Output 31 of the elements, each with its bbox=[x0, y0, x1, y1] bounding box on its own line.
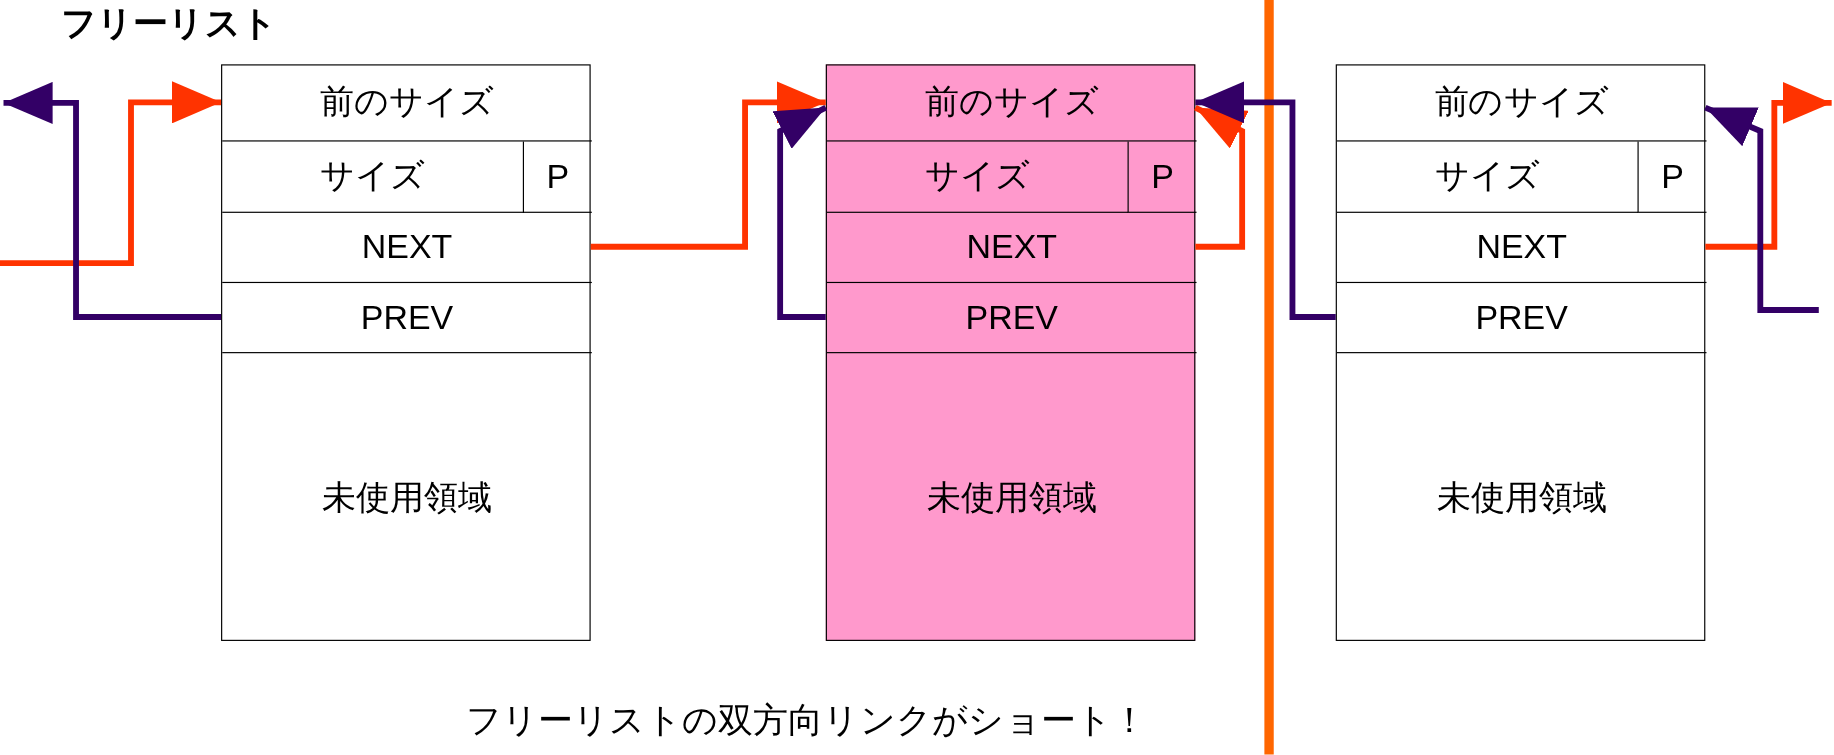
memory-field: P bbox=[524, 141, 592, 213]
memory-field: P bbox=[1638, 141, 1707, 213]
memory-block bbox=[221, 64, 591, 641]
arrow bbox=[0, 81, 222, 267]
diagram-title: フリーリスト bbox=[60, 2, 278, 45]
memory-field: 未使用領域 bbox=[826, 353, 1197, 643]
memory-field: サイズ bbox=[222, 141, 524, 213]
arrow bbox=[3, 81, 222, 320]
memory-field: 未使用領域 bbox=[222, 353, 592, 643]
caption-text: フリーリストの双方向リンクがショート！ bbox=[465, 699, 1148, 742]
arrow bbox=[772, 105, 828, 320]
memory-field: NEXT bbox=[222, 212, 592, 284]
arrow bbox=[1704, 104, 1819, 313]
arrow bbox=[1705, 81, 1832, 250]
memory-field: サイズ bbox=[1336, 141, 1639, 213]
memory-field: 前のサイズ bbox=[222, 65, 592, 142]
memory-field: PREV bbox=[1336, 283, 1707, 354]
memory-field: PREV bbox=[826, 283, 1197, 354]
memory-field: PREV bbox=[222, 283, 592, 354]
memory-block bbox=[825, 64, 1196, 641]
memory-field: 前のサイズ bbox=[1336, 65, 1707, 142]
memory-field: 前のサイズ bbox=[826, 65, 1197, 142]
memory-field: P bbox=[1128, 141, 1197, 213]
memory-block bbox=[1335, 64, 1706, 641]
memory-field: 未使用領域 bbox=[1336, 353, 1707, 643]
arrow bbox=[1195, 81, 1336, 320]
arrow bbox=[590, 81, 826, 250]
arrow bbox=[1194, 105, 1249, 250]
memory-field: NEXT bbox=[826, 212, 1197, 284]
memory-field: NEXT bbox=[1336, 212, 1707, 284]
memory-field: サイズ bbox=[826, 141, 1129, 213]
